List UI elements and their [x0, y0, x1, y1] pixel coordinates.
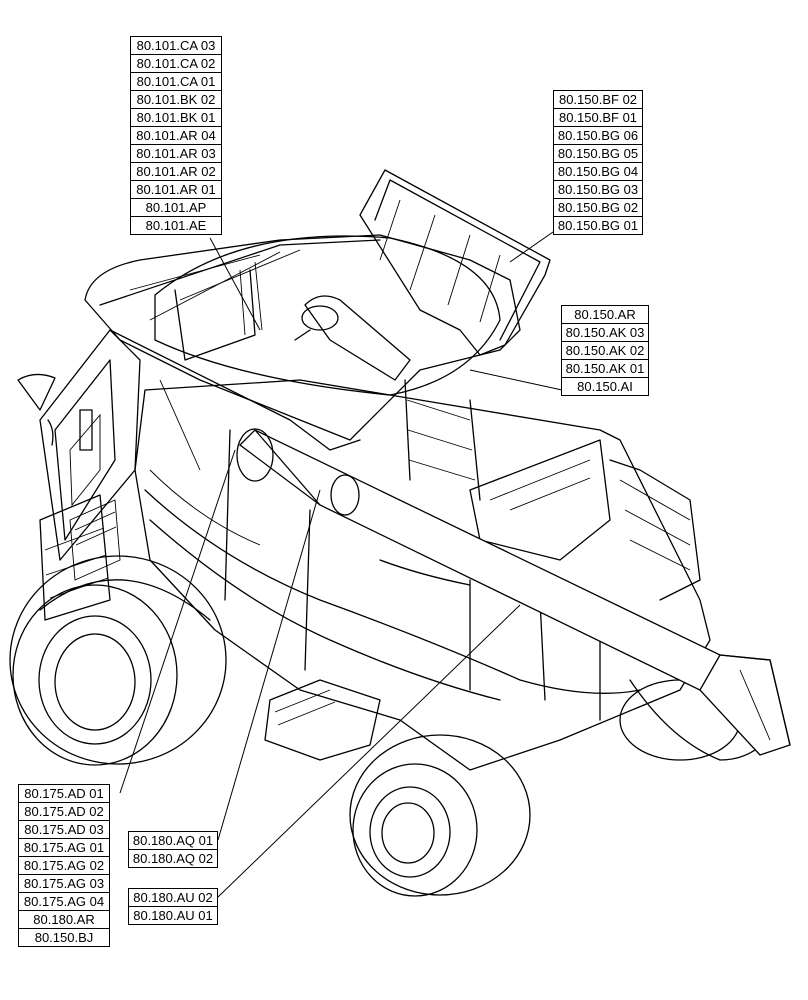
ref-code[interactable]: 80.101.AR 03 — [130, 144, 222, 163]
ref-row: 80.101.AR 03 — [130, 144, 222, 163]
ref-code[interactable]: 80.101.CA 03 — [130, 36, 222, 55]
ref-code[interactable]: 80.150.AK 03 — [561, 323, 649, 342]
ref-code[interactable]: 80.180.AU 02 — [128, 888, 218, 907]
ref-code[interactable]: 80.101.BK 02 — [130, 90, 222, 109]
ref-code[interactable]: 80.175.AG 04 — [18, 892, 110, 911]
front-wheel — [349, 734, 531, 897]
ref-row: 80.150.AR — [561, 305, 649, 324]
grain-tank-frame — [84, 234, 521, 451]
ref-code[interactable]: 80.150.BG 04 — [553, 162, 643, 181]
ref-row: 80.101.BK 02 — [130, 90, 222, 109]
ref-code[interactable]: 80.101.AE — [130, 216, 222, 235]
ref-code[interactable]: 80.101.BK 01 — [130, 108, 222, 127]
ref-row: 80.101.BK 01 — [130, 108, 222, 127]
ref-row: 80.150.BG 01 — [553, 216, 643, 235]
ref-row: 80.175.AG 04 — [18, 892, 110, 911]
ref-row: 80.150.BG 03 — [553, 180, 643, 199]
ref-row: 80.175.AD 01 — [18, 784, 110, 803]
ref-row: 80.150.BG 04 — [553, 162, 643, 181]
ref-code[interactable]: 80.101.CA 02 — [130, 54, 222, 73]
ref-row: 80.180.AR — [18, 910, 110, 929]
ref-code[interactable]: 80.150.BG 01 — [553, 216, 643, 235]
ref-code[interactable]: 80.101.AR 02 — [130, 162, 222, 181]
ref-row: 80.101.CA 02 — [130, 54, 222, 73]
entry-steps — [39, 494, 111, 621]
ref-code[interactable]: 80.175.AD 02 — [18, 802, 110, 821]
unloading-auger — [236, 428, 791, 756]
ref-code[interactable]: 80.150.BG 03 — [553, 180, 643, 199]
ref-code[interactable]: 80.150.BJ — [18, 928, 110, 947]
ref-code[interactable]: 80.150.BG 02 — [553, 198, 643, 217]
ref-row: 80.180.AU 02 — [128, 888, 218, 907]
ref-row: 80.175.AG 02 — [18, 856, 110, 875]
ref-code[interactable]: 80.150.AK 01 — [561, 359, 649, 378]
ref-code[interactable]: 80.150.BF 01 — [553, 108, 643, 127]
machine-body — [134, 379, 711, 771]
ref-code[interactable]: 80.175.AG 01 — [18, 838, 110, 857]
lower-box — [264, 679, 381, 761]
ref-code[interactable]: 80.150.AI — [561, 377, 649, 396]
ref-code[interactable]: 80.150.BG 06 — [553, 126, 643, 145]
ref-row: 80.150.AK 01 — [561, 359, 649, 378]
ref-row: 80.101.AE — [130, 216, 222, 235]
ref-code[interactable]: 80.150.BG 05 — [553, 144, 643, 163]
ref-code[interactable]: 80.175.AD 03 — [18, 820, 110, 839]
ref-row: 80.101.AR 01 — [130, 180, 222, 199]
ref-code[interactable]: 80.180.AQ 01 — [128, 831, 218, 850]
ref-row: 80.101.AR 04 — [130, 126, 222, 145]
ref-row: 80.150.BF 02 — [553, 90, 643, 109]
ref-code[interactable]: 80.101.CA 01 — [130, 72, 222, 91]
ref-row: 80.101.CA 01 — [130, 72, 222, 91]
ref-code[interactable]: 80.175.AG 03 — [18, 874, 110, 893]
ref-row: 80.150.BG 02 — [553, 198, 643, 217]
ref-row: 80.175.AG 01 — [18, 838, 110, 857]
ref-row: 80.175.AG 03 — [18, 874, 110, 893]
ref-code[interactable]: 80.150.AR — [561, 305, 649, 324]
ref-row: 80.150.AK 03 — [561, 323, 649, 342]
ref-row: 80.150.AK 02 — [561, 341, 649, 360]
ref-row: 80.180.AU 01 — [128, 906, 218, 925]
ref-code[interactable]: 80.180.AQ 02 — [128, 849, 218, 868]
tank-extension-panel — [359, 169, 551, 356]
leader-lines — [119, 231, 563, 898]
ref-row: 80.150.BF 01 — [553, 108, 643, 127]
ref-row: 80.180.AQ 01 — [128, 831, 218, 850]
ladder-rails — [404, 379, 701, 601]
ref-code[interactable]: 80.150.AK 02 — [561, 341, 649, 360]
ref-row: 80.150.BJ — [18, 928, 110, 947]
ref-row: 80.101.AR 02 — [130, 162, 222, 181]
ref-code[interactable]: 80.175.AD 01 — [18, 784, 110, 803]
ref-row: 80.150.AI — [561, 377, 649, 396]
tank-discharge-pipe — [294, 295, 411, 381]
ref-code[interactable]: 80.180.AR — [18, 910, 110, 929]
ref-code[interactable]: 80.150.BF 02 — [553, 90, 643, 109]
cab — [17, 329, 141, 581]
ref-row: 80.175.AD 03 — [18, 820, 110, 839]
ref-code[interactable]: 80.101.AP — [130, 198, 222, 217]
ref-row: 80.150.BG 05 — [553, 144, 643, 163]
ref-code[interactable]: 80.101.AR 04 — [130, 126, 222, 145]
ref-row: 80.180.AQ 02 — [128, 849, 218, 868]
rear-wheel-left — [9, 555, 227, 766]
ref-row: 80.101.AP — [130, 198, 222, 217]
ref-code[interactable]: 80.101.AR 01 — [130, 180, 222, 199]
ref-code[interactable]: 80.180.AU 01 — [128, 906, 218, 925]
ref-code[interactable]: 80.175.AG 02 — [18, 856, 110, 875]
ref-row: 80.175.AD 02 — [18, 802, 110, 821]
ref-row: 80.150.BG 06 — [553, 126, 643, 145]
ref-row: 80.101.CA 03 — [130, 36, 222, 55]
